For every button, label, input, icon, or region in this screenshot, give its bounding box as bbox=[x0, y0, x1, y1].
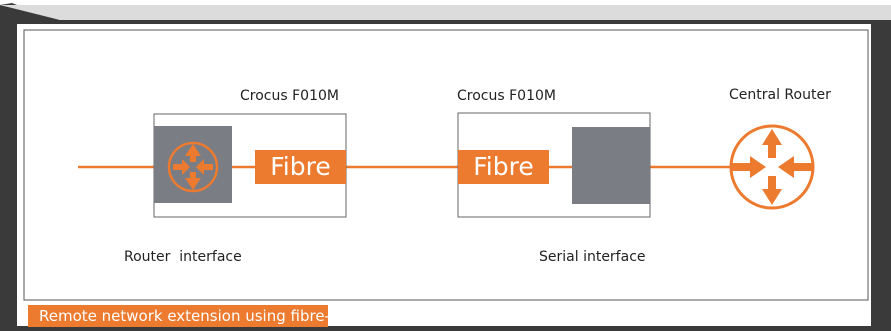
panel-border bbox=[23, 29, 869, 301]
diagram-caption: Remote network extension using fibre-opt… bbox=[28, 305, 419, 327]
router-icon-small bbox=[167, 141, 219, 193]
central-router-icon bbox=[729, 124, 815, 210]
left-device-label: Crocus F010M bbox=[240, 88, 339, 104]
right-fibre-label: Fibre bbox=[458, 150, 549, 184]
panel-shadow-fade bbox=[0, 5, 891, 20]
right-device-label: Crocus F010M bbox=[457, 88, 556, 104]
serial-module bbox=[572, 127, 650, 204]
left-fibre-label: Fibre bbox=[255, 150, 346, 184]
router-interface-label: Router interface bbox=[124, 249, 242, 265]
central-router-label: Central Router bbox=[729, 87, 831, 103]
serial-interface-label: Serial interface bbox=[539, 249, 646, 265]
